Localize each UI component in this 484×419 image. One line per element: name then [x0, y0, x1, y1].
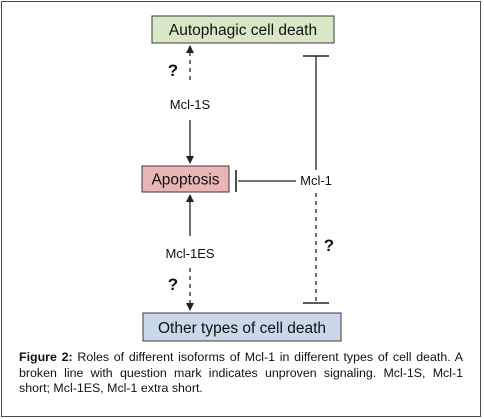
node-other-cell-death: Other types of cell death — [142, 312, 342, 342]
autophagic-box — [151, 15, 335, 44]
mcl1es-label: Mcl-1ES — [165, 246, 214, 261]
mcl1s-label: Mcl-1S — [170, 97, 211, 112]
autophagic-label: Autophagic cell death — [169, 22, 317, 39]
apoptosis-box — [141, 165, 230, 193]
caption-text: Roles of different isoforms of Mcl-1 in … — [19, 350, 463, 395]
mcl1-label: Mcl-1 — [300, 173, 332, 188]
question-mark-bottom: ? — [168, 275, 178, 294]
question-mark-top: ? — [168, 61, 178, 80]
other-box — [142, 312, 342, 342]
isoform-diagram: Autophagic cell death Apoptosis Other ty… — [141, 15, 342, 342]
question-mark-right: ? — [324, 236, 334, 255]
caption-prefix: Figure 2: — [19, 350, 73, 364]
node-autophagic-cell-death: Autophagic cell death — [151, 15, 335, 44]
figure-caption: Figure 2: Roles of different isoforms of… — [19, 350, 463, 397]
apoptosis-label: Apoptosis — [151, 172, 219, 189]
node-apoptosis: Apoptosis — [141, 165, 230, 193]
other-label: Other types of cell death — [158, 320, 326, 337]
